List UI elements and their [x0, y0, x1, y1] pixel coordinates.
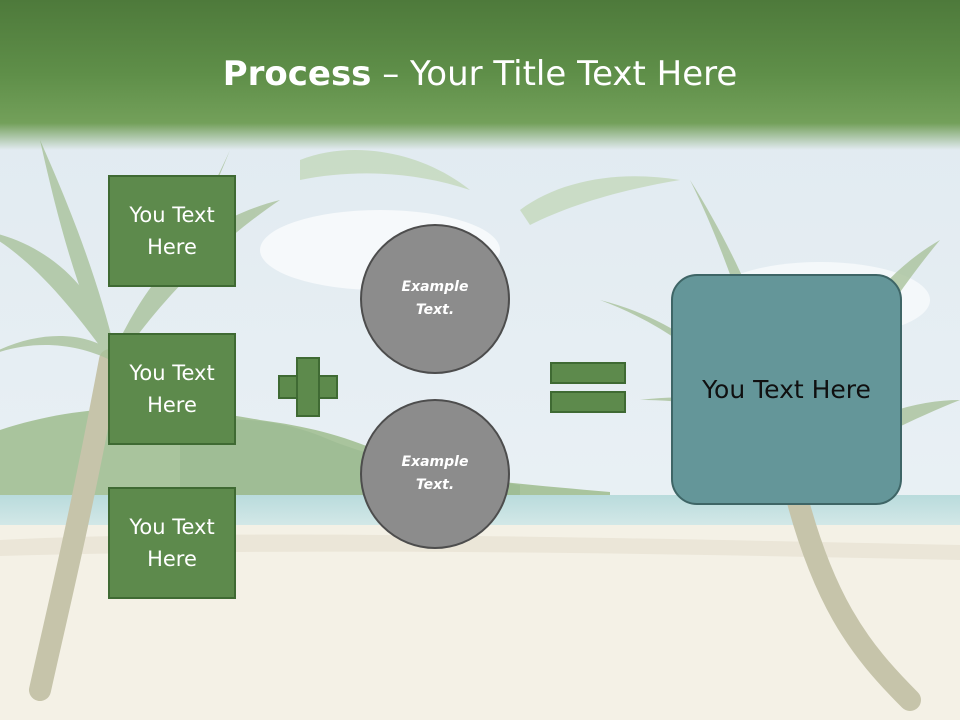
example-circle-1-line1: Example	[401, 279, 469, 295]
text-box-2-line1: You Text	[129, 361, 215, 385]
title-bar	[0, 0, 960, 150]
title-bold: Process	[222, 54, 372, 94]
example-circle-2-line2: Text.	[415, 477, 455, 493]
text-box-3[interactable]: You Text Here	[108, 487, 236, 599]
equals-top-bar	[550, 362, 626, 384]
slide-title: Process – Your Title Text Here	[0, 48, 960, 100]
text-box-1[interactable]: You Text Here	[108, 175, 236, 287]
example-circle-1[interactable]: Example Text.	[360, 224, 510, 374]
example-circle-2[interactable]: Example Text.	[360, 399, 510, 549]
example-circle-2-line1: Example	[401, 454, 469, 470]
example-circle-1-line2: Text.	[415, 302, 455, 318]
text-box-1-line1: You Text	[129, 203, 215, 227]
result-text: You Text Here	[702, 374, 871, 404]
text-box-2[interactable]: You Text Here	[108, 333, 236, 445]
text-box-2-line2: Here	[147, 393, 197, 417]
plus-center	[298, 377, 318, 397]
result-box[interactable]: You Text Here	[671, 274, 902, 505]
text-box-3-line1: You Text	[129, 515, 215, 539]
text-box-3-line2: Here	[147, 547, 197, 571]
equals-bottom-bar	[550, 391, 626, 413]
text-box-1-line2: Here	[147, 235, 197, 259]
title-rest: – Your Title Text Here	[371, 54, 738, 94]
